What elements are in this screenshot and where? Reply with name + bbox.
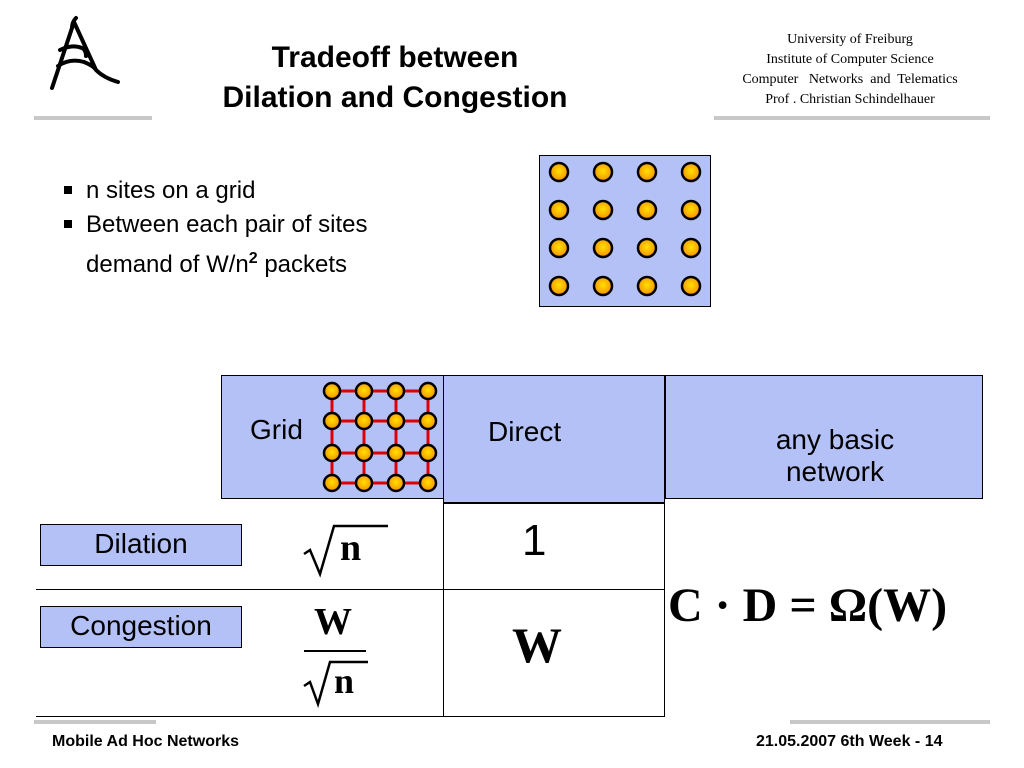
footer-bar-left xyxy=(34,720,156,724)
university-logo xyxy=(50,16,120,90)
site-node xyxy=(354,411,374,431)
site-node xyxy=(680,199,702,221)
bullet-list: n sites on a grid Between each pair of s… xyxy=(60,174,368,282)
demand-exponent: 2 xyxy=(248,250,258,267)
packets-text: packets xyxy=(257,251,348,278)
site-node xyxy=(636,199,658,221)
site-node xyxy=(548,237,570,259)
tradeoff-formula: C · D = Ω(W) xyxy=(668,579,948,632)
title-line-2: Dilation and Congestion xyxy=(222,81,568,114)
sqrt-symbol xyxy=(303,660,368,708)
site-node xyxy=(548,199,570,221)
direct-header-label: Direct xyxy=(488,416,562,447)
dilation-grid-value: n xyxy=(300,520,390,580)
footer-date-page: 21.05.2007 6th Week - 14 xyxy=(756,733,943,750)
sqrt-symbol xyxy=(303,524,388,578)
site-node xyxy=(322,473,342,493)
sqrt-radicand: n xyxy=(340,527,362,569)
university-name: University of Freiburg xyxy=(787,32,913,47)
professor-name: Prof . Christian Schindelhauer xyxy=(765,92,935,107)
department-name: Computer Networks and Telematics xyxy=(742,72,958,87)
site-node xyxy=(386,443,406,463)
site-node xyxy=(386,411,406,431)
site-node xyxy=(680,237,702,259)
sites-grid xyxy=(548,161,702,297)
congestion-row-label: Congestion xyxy=(40,606,242,648)
site-node xyxy=(636,275,658,297)
fraction-bar xyxy=(304,650,366,652)
table-bottom-border xyxy=(36,716,665,717)
site-node xyxy=(636,161,658,183)
header-bar-right xyxy=(714,116,990,120)
sqrt-radicand: n xyxy=(334,661,355,701)
demand-text: demand of W/n xyxy=(86,251,249,278)
title-line-1: Tradeoff between xyxy=(271,41,519,74)
any-network-header-label: any basic network xyxy=(665,424,1005,488)
site-node xyxy=(322,411,342,431)
site-node xyxy=(592,275,614,297)
sites-grid-panel xyxy=(539,155,711,307)
direct-column-right-border xyxy=(664,499,665,716)
direct-header-panel xyxy=(443,375,665,503)
any-network-line-1: any basic xyxy=(775,424,895,455)
grid-network xyxy=(322,381,438,493)
footer-bar-right xyxy=(790,720,990,724)
site-node xyxy=(322,443,342,463)
site-node xyxy=(418,381,438,401)
congestion-grid-value: W n xyxy=(300,598,390,708)
row-separator xyxy=(36,589,665,590)
institute-name: Institute of Computer Science xyxy=(766,52,934,67)
bullet-item: n sites on a grid xyxy=(60,174,368,208)
site-node xyxy=(548,275,570,297)
site-node xyxy=(322,381,342,401)
site-node xyxy=(592,161,614,183)
site-node xyxy=(418,473,438,493)
site-node xyxy=(592,237,614,259)
site-node xyxy=(386,473,406,493)
any-network-line-2: network xyxy=(785,456,885,487)
site-node xyxy=(386,381,406,401)
site-node xyxy=(636,237,658,259)
bullet-item: Between each pair of sites xyxy=(60,208,368,242)
site-node xyxy=(418,411,438,431)
dilation-direct-value: 1 xyxy=(522,516,547,565)
site-node xyxy=(680,161,702,183)
site-node xyxy=(548,161,570,183)
bullet-continuation: demand of W/n2 packets xyxy=(60,242,368,282)
any-network-header-panel xyxy=(665,375,983,499)
congestion-numerator: W xyxy=(314,601,352,643)
site-node xyxy=(592,199,614,221)
site-node xyxy=(418,443,438,463)
grid-header-label: Grid xyxy=(250,414,303,445)
direct-header-bottom-border xyxy=(443,503,665,504)
direct-column-left-border xyxy=(443,499,444,716)
slide-title: Tradeoff between Dilation and Congestion xyxy=(160,38,630,118)
header-bar-left xyxy=(34,116,152,120)
site-node xyxy=(354,381,374,401)
dilation-row-label: Dilation xyxy=(40,524,242,566)
site-node xyxy=(354,443,374,463)
footer-course: Mobile Ad Hoc Networks xyxy=(52,733,239,750)
congestion-direct-value: W xyxy=(512,617,562,673)
site-node xyxy=(354,473,374,493)
university-info: University of Freiburg Institute of Comp… xyxy=(700,30,1000,110)
site-node xyxy=(680,275,702,297)
